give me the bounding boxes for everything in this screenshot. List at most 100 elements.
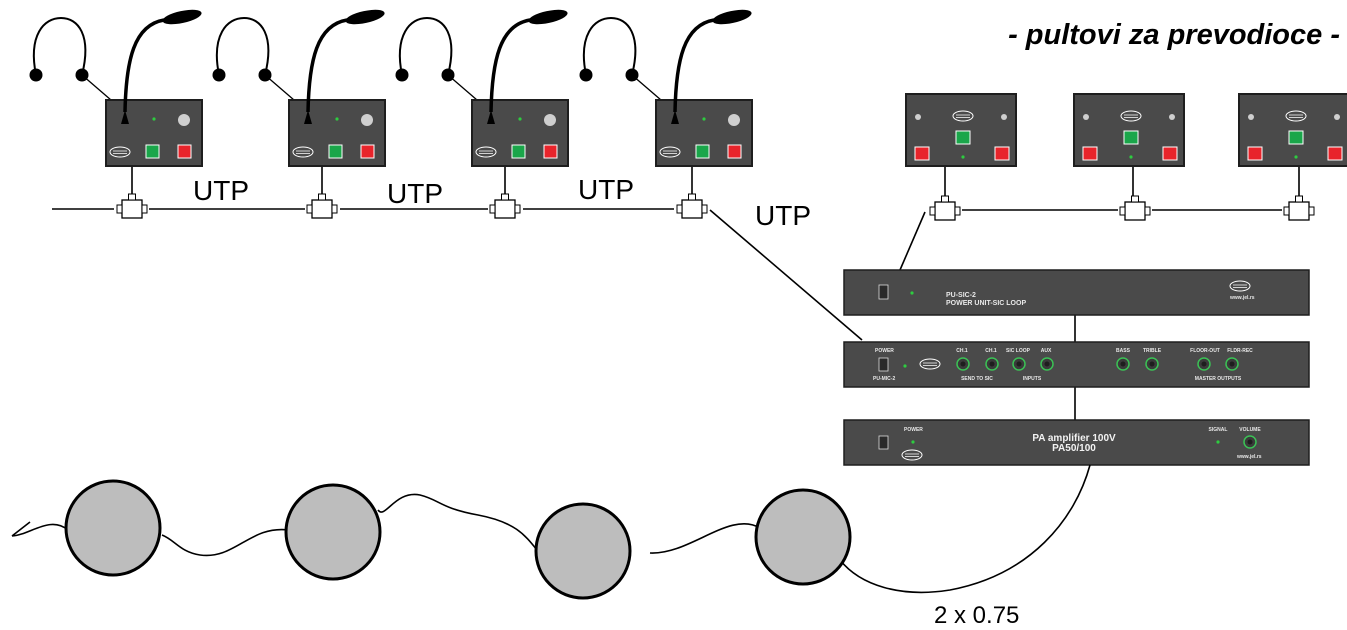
speaker (534, 502, 632, 600)
indicator-lamp (1248, 114, 1254, 120)
interpreter-console (905, 93, 1017, 167)
utp-label: UTP (755, 200, 811, 231)
treble-label: TRIBLE (1143, 348, 1162, 354)
inputs-group-label: INPUTS (1023, 376, 1042, 382)
interpreter-mixer: POWER PU-MIC-2 CH.1 CH.1 SIC LOOP AUX SE… (843, 341, 1310, 388)
headphones-icon (29, 16, 112, 101)
channel-button[interactable] (1288, 130, 1304, 145)
signal-led (1216, 440, 1220, 444)
mixer-power-label: POWER (875, 348, 894, 354)
input-label: CH.1 (985, 348, 997, 354)
output-label: FLDR-REC (1227, 348, 1253, 354)
speaker-cable (11, 464, 1091, 594)
talk-button[interactable] (695, 144, 710, 159)
page-title: - pultovi za prevodioce - (1008, 19, 1340, 51)
bass-label: BASS (1116, 348, 1131, 354)
outputs-group-label: MASTER OUTPUTS (1195, 376, 1242, 382)
talk-button[interactable] (511, 144, 526, 159)
power-switch[interactable] (878, 357, 889, 372)
delegate-console (395, 9, 569, 167)
input-jack[interactable] (1012, 357, 1026, 371)
relay-button[interactable] (1327, 146, 1343, 161)
utp-tee-connector (676, 193, 708, 219)
delegate-chain-wiring (52, 165, 863, 341)
input-label: AUX (1041, 348, 1052, 354)
mute-button[interactable] (727, 144, 742, 159)
power-switch[interactable] (878, 284, 889, 300)
output-jack[interactable] (1197, 357, 1211, 371)
utp-tee-connector (1119, 195, 1151, 221)
status-led (152, 117, 156, 121)
input-label: SIC LOOP (1006, 348, 1031, 354)
speaker-cable-label: 2 x 0.75 (934, 602, 1019, 629)
status-led (1294, 155, 1298, 159)
brand-web: www.jel.rs (1236, 454, 1262, 460)
delegate-console (212, 9, 386, 167)
relay-button[interactable] (1082, 146, 1098, 161)
input-jack[interactable] (956, 357, 970, 371)
mute-button[interactable] (360, 144, 375, 159)
power-led (911, 440, 915, 444)
utp-tee-connector (489, 193, 521, 219)
power-unit-model: PU-SIC-2 (946, 292, 976, 299)
relay-button[interactable] (1162, 146, 1178, 161)
channel-button[interactable] (955, 130, 971, 145)
indicator-lamp (361, 114, 373, 126)
relay-button[interactable] (994, 146, 1010, 161)
signal-label: SIGNAL (1209, 427, 1228, 433)
delegate-console (579, 9, 753, 167)
input-label: CH.1 (956, 348, 968, 354)
headphones-icon (395, 16, 478, 101)
channel-button[interactable] (1123, 130, 1139, 145)
utp-tee-connector (116, 193, 148, 219)
indicator-lamp (1083, 114, 1089, 120)
interpreter-console (1073, 93, 1185, 167)
microphone-icon (304, 9, 385, 124)
brand-web: www.jel.rs (1229, 295, 1255, 301)
utp-label: UTP (387, 178, 443, 209)
input-jack[interactable] (985, 357, 999, 371)
talk-button[interactable] (145, 144, 160, 159)
relay-button[interactable] (1247, 146, 1263, 161)
amp-title: PA amplifier 100V (1032, 433, 1116, 444)
power-unit-name: POWER UNIT-SIC LOOP (946, 300, 1026, 307)
indicator-lamp (1334, 114, 1340, 120)
utp-label: UTP (193, 175, 249, 206)
microphone-icon (671, 9, 752, 124)
headphones-icon (212, 16, 295, 101)
indicator-lamp (915, 114, 921, 120)
volume-label: VOLUME (1239, 427, 1261, 433)
interpreter-chain-wiring (899, 166, 1300, 420)
talk-button[interactable] (328, 144, 343, 159)
status-led (702, 117, 706, 121)
power-switch[interactable] (878, 435, 889, 450)
send-group-label: SEND TO SIC (961, 376, 993, 382)
power-led (903, 364, 907, 368)
amp-power-label: POWER (904, 427, 923, 433)
headphones-icon (579, 16, 662, 101)
relay-button[interactable] (914, 146, 930, 161)
delegate-console (29, 9, 203, 167)
mute-button[interactable] (177, 144, 192, 159)
treble-knob[interactable] (1145, 357, 1159, 371)
microphone-icon (487, 9, 568, 124)
indicator-lamp (544, 114, 556, 126)
bass-knob[interactable] (1116, 357, 1130, 371)
indicator-lamp (1169, 114, 1175, 120)
mute-button[interactable] (543, 144, 558, 159)
power-led (910, 291, 914, 295)
utp-tee-connector (1283, 195, 1315, 221)
power-unit-sic-loop: PU-SIC-2 POWER UNIT-SIC LOOP www.jel.rs (843, 269, 1310, 316)
status-led (961, 155, 965, 159)
microphone-icon (121, 9, 202, 124)
output-jack[interactable] (1225, 357, 1239, 371)
interpreter-console (1238, 93, 1347, 167)
amp-model: PA50/100 (1052, 443, 1096, 454)
speaker (284, 483, 382, 581)
input-jack[interactable] (1040, 357, 1054, 371)
speaker (754, 488, 852, 586)
utp-tee-connector (929, 195, 961, 221)
indicator-lamp (178, 114, 190, 126)
status-led (335, 117, 339, 121)
volume-knob[interactable] (1243, 435, 1257, 449)
